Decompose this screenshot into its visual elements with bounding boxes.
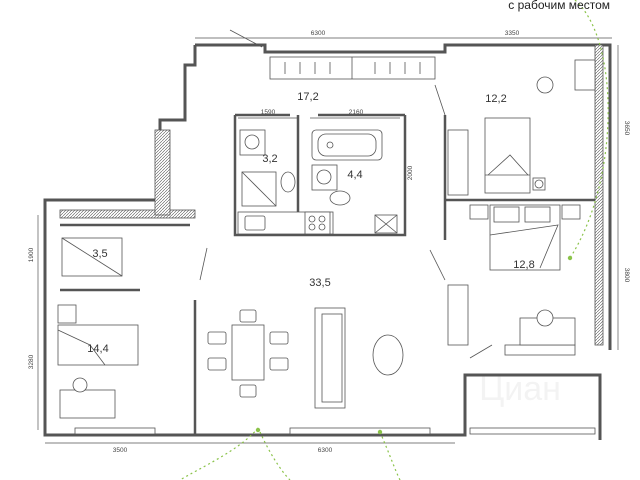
- dim-west-upper: 1900: [28, 247, 35, 262]
- dimension-lines: [37, 37, 619, 444]
- dim-east-upper: 3650: [623, 121, 630, 136]
- dim-top-right: 3350: [505, 30, 520, 37]
- hatched-wall-column: [154, 129, 171, 216]
- callout-dots: [255, 255, 573, 435]
- area-bedroom-ne: 12,2: [485, 93, 506, 105]
- area-kitchen: 17,2: [297, 91, 318, 103]
- wardrobes-east: [447, 129, 469, 346]
- wardrobe-room: [61, 237, 123, 277]
- dim-bath-small-w: 1590: [261, 109, 276, 116]
- callout-label: с рабочим местом: [508, 0, 610, 12]
- bath-small-fixtures: [239, 129, 296, 207]
- hatched-wall-west: [59, 209, 196, 219]
- bed-ne: [484, 117, 546, 194]
- exterior-walls: [43, 43, 612, 440]
- desk-ne: [536, 59, 596, 94]
- dim-east-lower: 3800: [623, 268, 630, 283]
- dim-bath-large-h: 2000: [407, 165, 414, 180]
- dining-set: [207, 309, 289, 398]
- windows: [74, 56, 596, 435]
- dim-top-left: 6300: [311, 30, 326, 37]
- area-living: 33,5: [309, 277, 330, 289]
- desk-se: [504, 309, 576, 356]
- wardrobe-top: [284, 62, 421, 74]
- desk-sw: [59, 377, 116, 419]
- sofa: [314, 307, 404, 409]
- dim-bath-large-w: 2160: [349, 109, 364, 116]
- kitchen-counter: [237, 211, 334, 235]
- dim-bottom-left: 3500: [113, 447, 128, 454]
- inner-walls: [60, 113, 600, 435]
- dim-west-lower: 3280: [28, 354, 35, 369]
- area-bath-large: 4,4: [347, 169, 362, 181]
- bed-sw: [57, 304, 139, 366]
- doors: [199, 29, 493, 359]
- area-bath-small: 3,2: [262, 153, 277, 165]
- bath-large-fixtures: [311, 129, 398, 234]
- hatched-wall-east: [594, 44, 604, 346]
- area-bedroom-e: 12,8: [513, 259, 534, 271]
- area-bedroom-sw: 14,4: [87, 343, 108, 355]
- callout-leaders: [179, 0, 609, 480]
- area-wardrobe: 3,5: [92, 248, 107, 260]
- bed-e: [469, 204, 581, 271]
- dim-bottom-right: 6300: [318, 447, 333, 454]
- watermark: Циан: [479, 370, 561, 408]
